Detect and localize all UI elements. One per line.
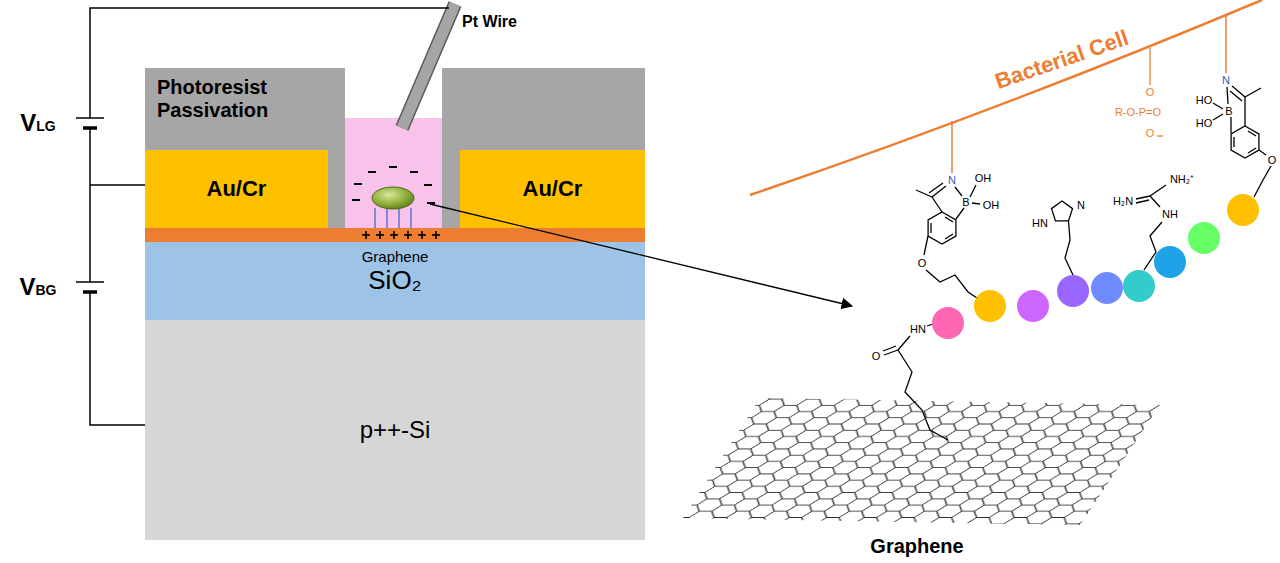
- zoom-arrow: [430, 204, 852, 306]
- membrane-bond: [1225, 16, 1227, 73]
- layer-label: Photoresist Passivation: [157, 76, 333, 122]
- atom-label: O: [918, 257, 927, 269]
- part-name: Pt Wire: [462, 13, 517, 31]
- electrode-box: Au/Cr: [460, 150, 645, 228]
- boronic-acid-bonds: [916, 183, 980, 298]
- battery-symbol: [76, 118, 104, 292]
- pt-wire: [402, 4, 455, 128]
- atom-label: HN: [910, 323, 926, 335]
- atom-label: NH₂⁺: [1170, 173, 1194, 185]
- layer-label: Au/Cr: [207, 176, 267, 201]
- electrode: [145, 150, 328, 228]
- cell-membrane: [750, 0, 1262, 195]
- pt-wire: [402, 4, 455, 128]
- peptide-bead: [932, 194, 1259, 339]
- bacterium: [372, 187, 414, 209]
- membrane-bond: [951, 121, 953, 173]
- atom-label: HO: [1196, 117, 1213, 129]
- photoresist-box: Photoresist Passivation: [145, 68, 345, 150]
- atom-label: O: [1268, 154, 1277, 166]
- layer-label: Au/Cr: [523, 176, 583, 201]
- atom-label: OH: [983, 199, 1000, 211]
- electrode-box: Au/Cr: [145, 150, 328, 228]
- boronic-acid-bonds: [1213, 86, 1271, 197]
- atom-label: N: [948, 174, 956, 186]
- imidazole-bonds: [1052, 201, 1074, 275]
- layer-label: SiO₂: [368, 266, 421, 296]
- circuit-wire: [90, 8, 449, 425]
- atom-label: B: [1225, 105, 1232, 117]
- voltage-label: VLG: [20, 110, 55, 136]
- atom-label: OH: [975, 172, 992, 184]
- graphene-lattice: [600, 380, 1220, 550]
- positive-charge: [362, 231, 440, 239]
- atom-label: HO: [1196, 94, 1213, 106]
- atom-label: O: [1146, 86, 1155, 98]
- negative-charge: [352, 167, 435, 203]
- photoresist-block: [442, 68, 645, 228]
- atom-label: B: [962, 196, 969, 208]
- layer-label: Graphene: [145, 248, 645, 265]
- linker-bonds: [883, 324, 948, 440]
- part-name: Graphene: [870, 535, 963, 557]
- electrode: [460, 150, 645, 228]
- oxide-box: SiO₂: [145, 242, 645, 320]
- layer-label: p++-Si: [360, 416, 431, 444]
- binding-lines: [375, 208, 411, 228]
- graphene-layer: [145, 228, 645, 242]
- atom-label: N: [1222, 74, 1230, 86]
- liquid-well: [345, 118, 442, 228]
- atom-label: H₂N: [1113, 195, 1133, 207]
- atom-label: R-O-P=O: [1115, 106, 1161, 118]
- atom-label: HN: [1032, 217, 1048, 229]
- atom-label: NH: [1162, 208, 1178, 220]
- silicon-substrate: [145, 320, 645, 540]
- photoresist-block: [145, 68, 345, 228]
- atom-label: N: [1077, 199, 1085, 211]
- atom-label: O: [872, 350, 881, 362]
- oxide-layer: [145, 242, 645, 320]
- voltage-label: VBG: [19, 274, 56, 300]
- graphene-layer-box: Graphene: [145, 228, 645, 242]
- atom-label: O: [1146, 127, 1155, 139]
- part-name: Bacterial Cell: [992, 26, 1132, 94]
- substrate-box: p++-Si: [145, 320, 645, 540]
